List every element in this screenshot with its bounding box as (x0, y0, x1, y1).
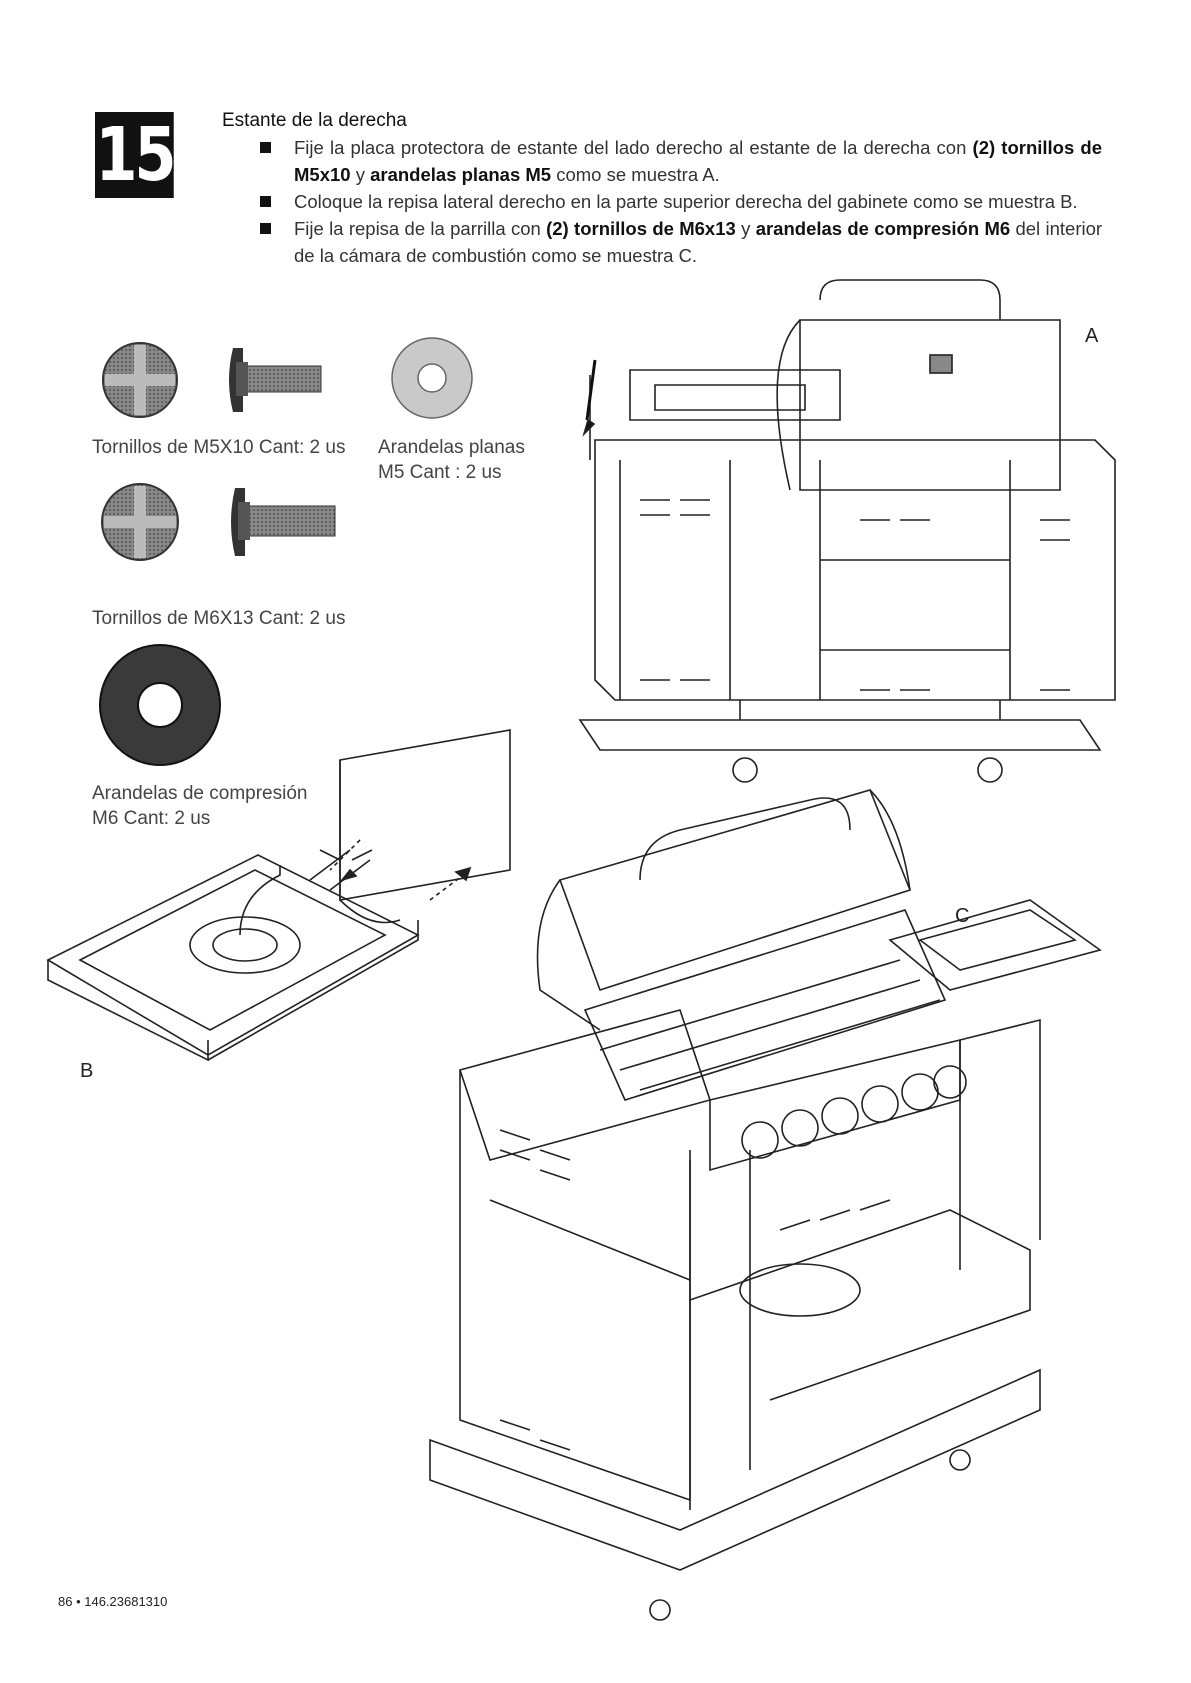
figure-a-grill-drawing (578, 279, 1116, 783)
instruction-segment: arandelas planas M5 (370, 164, 552, 185)
m6-compression-washer-icon (99, 644, 221, 766)
instruction-segment: (2) tornillos de M6x13 (546, 218, 736, 239)
figure-label-b: B (80, 1060, 94, 1082)
instruction-item: Coloque la repisa lateral derecho en la … (252, 188, 1102, 215)
bullet-icon (260, 196, 271, 207)
instruction-text: Coloque la repisa lateral derecho en la … (294, 191, 1078, 212)
bullet-icon (260, 223, 271, 234)
instruction-text: Fije la repisa de la parrilla con (2) to… (294, 218, 1102, 266)
flat-washers-label: Arandelas planas (378, 437, 525, 458)
m5-screws-label: Tornillos de M5X10 Cant: 2 us (92, 437, 346, 458)
m5-screw-side-icon (229, 348, 322, 412)
instruction-segment: y (350, 164, 371, 185)
m5-screw-head-icon (102, 342, 178, 418)
instruction-segment: Fije la placa protectora de estante del … (294, 137, 973, 158)
figure-c-grill-drawing (429, 789, 1102, 1621)
figure-b-shelf-drawing (46, 729, 511, 1062)
instruction-item: Fije la repisa de la parrilla con (2) to… (252, 215, 1102, 269)
m6-screw-side-icon (231, 488, 336, 556)
flat-washers-qty-label: M5 Cant : 2 us (378, 462, 502, 483)
instruction-segment: arandelas de compresión M6 (755, 218, 1011, 239)
m6-screws-label: Tornillos de M6X13 Cant: 2 us (92, 608, 346, 629)
page-footer: 86 • 146.23681310 (58, 1594, 168, 1609)
compression-washers-qty-label: M6 Cant: 2 us (92, 808, 211, 829)
m5-flat-washer-icon (391, 337, 473, 419)
instruction-segment: como se muestra A. (551, 164, 720, 185)
instruction-segment: Fije la repisa de la parrilla con (294, 218, 547, 239)
m6-screw-head-icon (101, 483, 179, 561)
instruction-segment: (2) tornillos de M5x10 (294, 137, 1103, 185)
instruction-segment: del interior de la cámara de combustión … (294, 218, 1103, 266)
bullet-icon (260, 142, 271, 153)
figure-label-c: C (955, 905, 970, 927)
instruction-segment: Coloque la repisa lateral derecho en la … (294, 191, 1078, 212)
figure-label-a: A (1085, 325, 1099, 347)
instruction-text: Fije la placa protectora de estante del … (294, 137, 1102, 185)
instruction-item: Fije la placa protectora de estante del … (252, 134, 1102, 188)
step-heading: Estante de la derecha (222, 110, 407, 131)
compression-washers-label: Arandelas de compresión (92, 783, 308, 804)
instruction-segment: y (735, 218, 756, 239)
instruction-list: Fije la placa protectora de estante del … (252, 134, 1102, 269)
step-number-badge: 15 (95, 112, 177, 198)
